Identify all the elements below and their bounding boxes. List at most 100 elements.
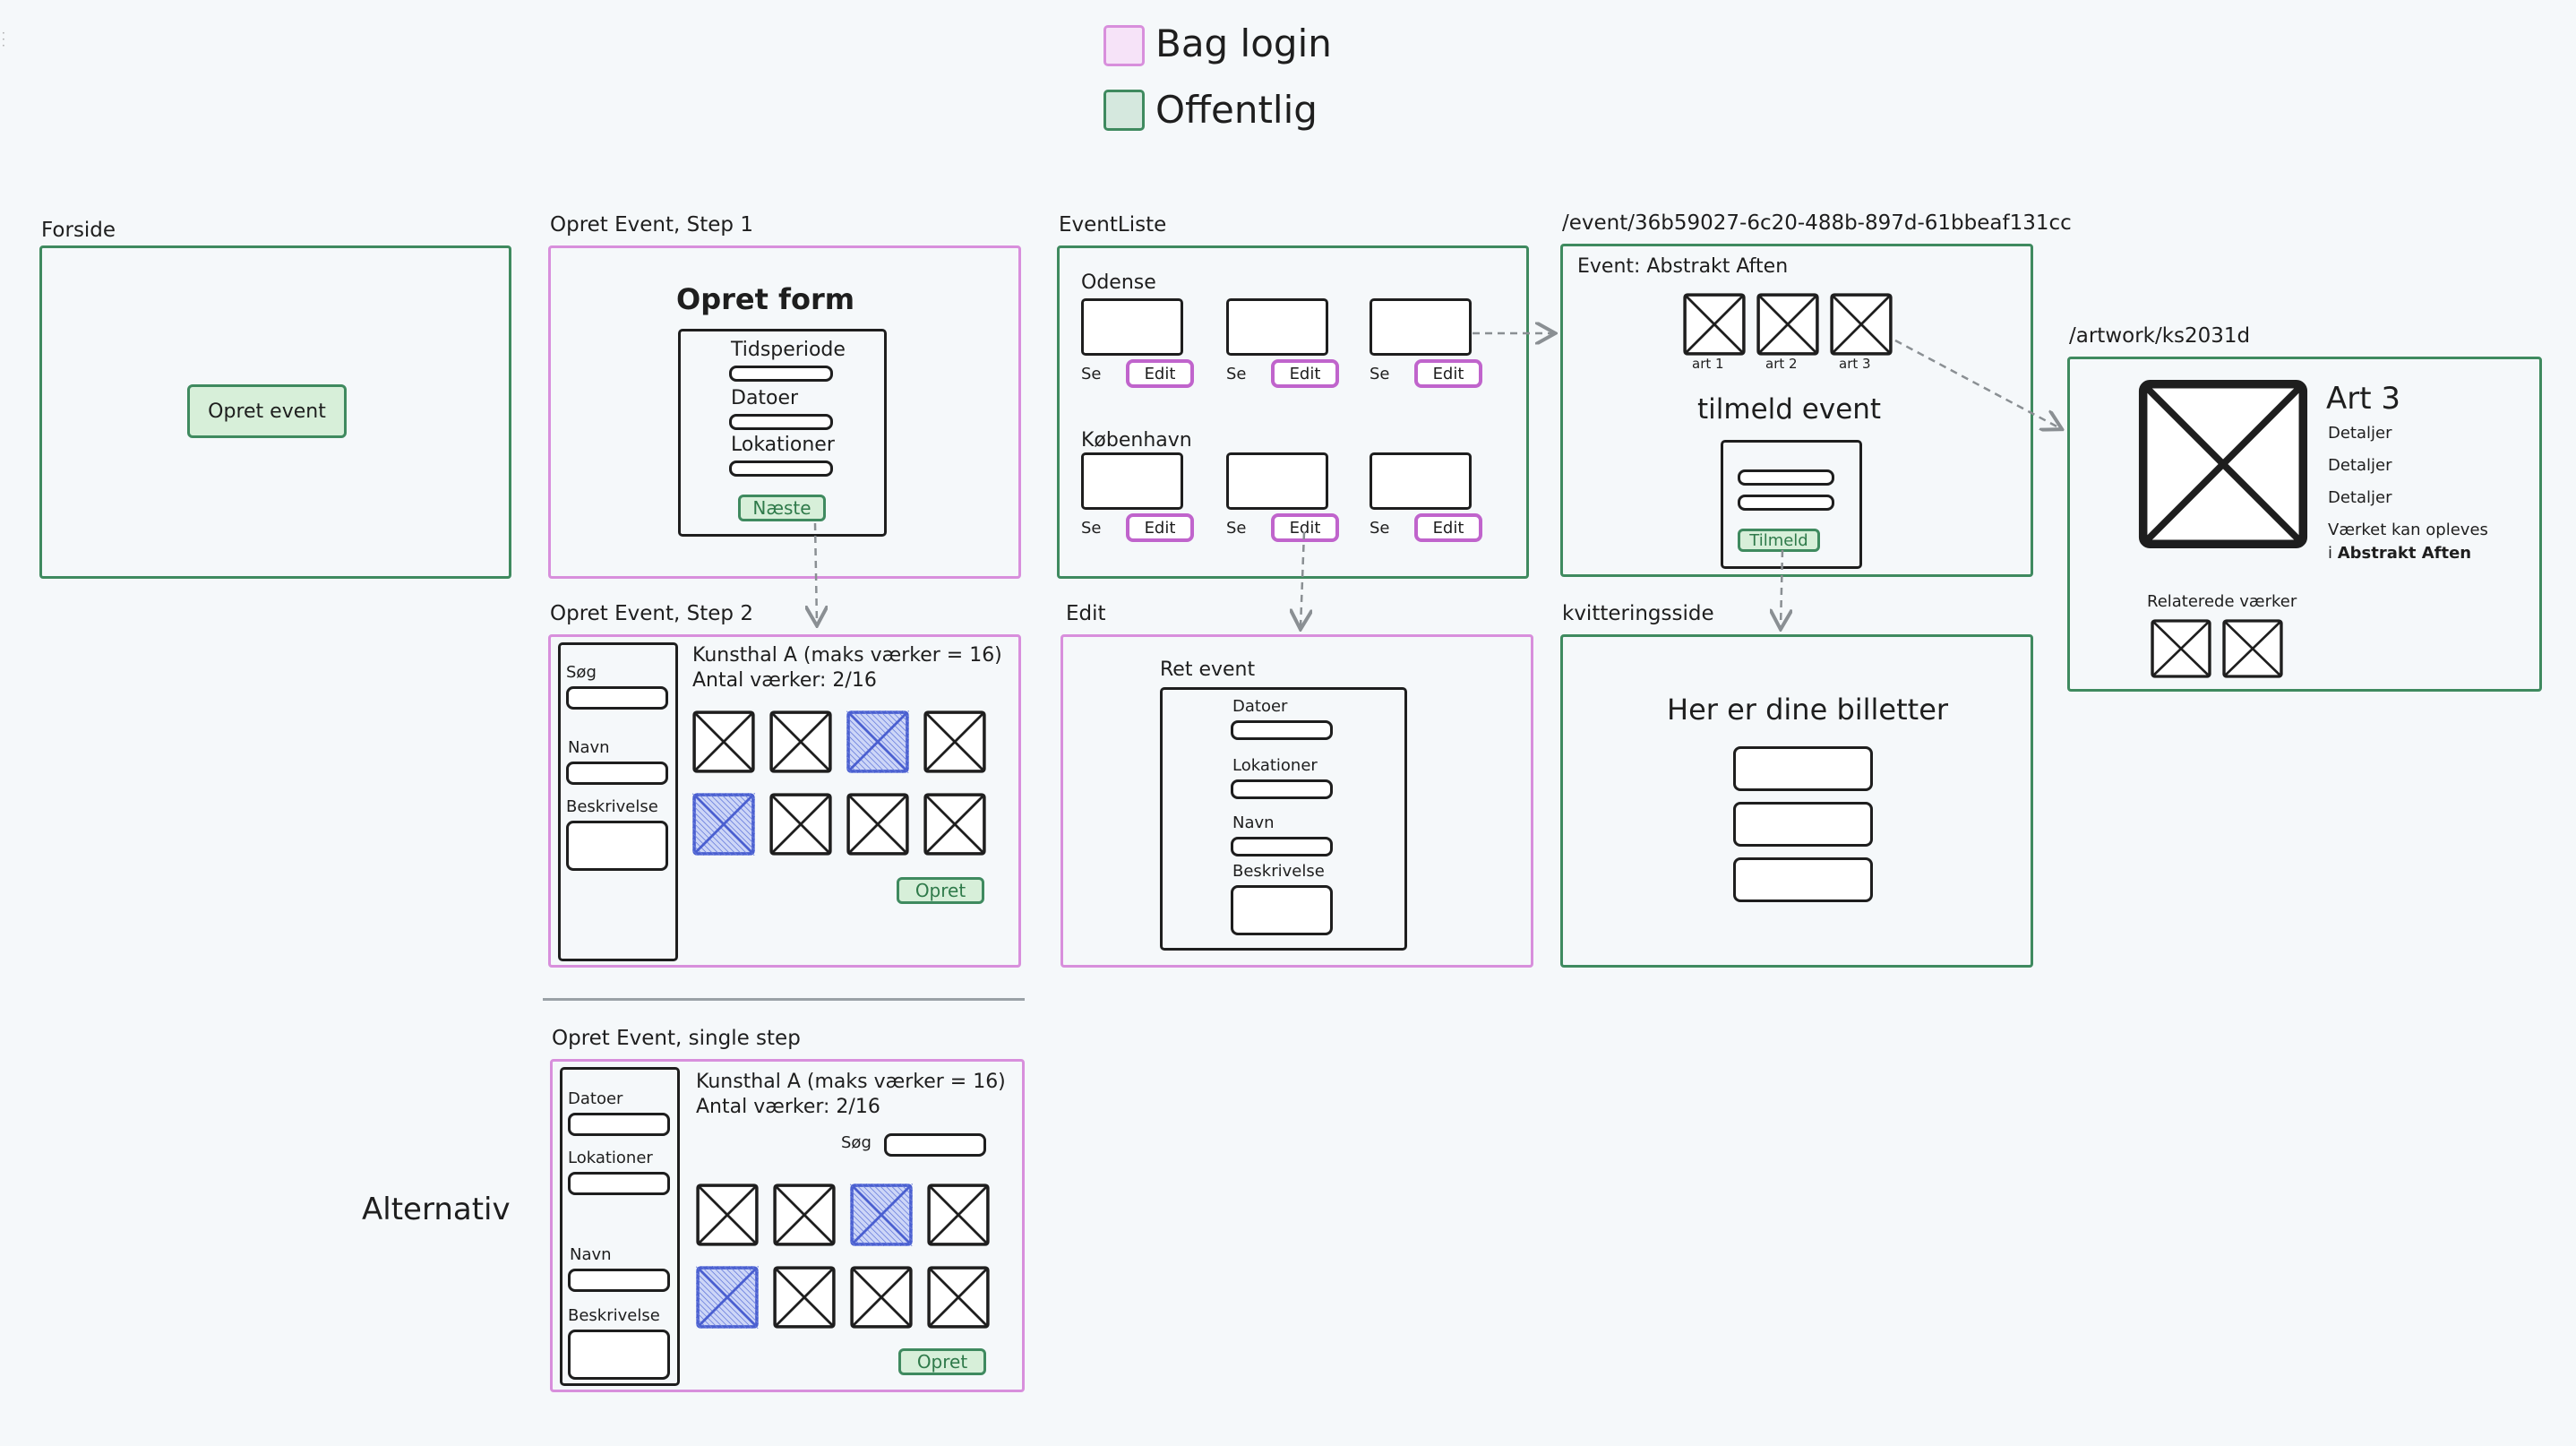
field-label-lokationer: Lokationer [731, 434, 835, 456]
ticket-2[interactable] [1733, 802, 1873, 847]
frame-title-artwork: /artwork/ks2031d [2069, 324, 2251, 348]
lokationer-input[interactable] [729, 460, 833, 477]
art-1-image[interactable] [1683, 293, 1746, 356]
datoer-input[interactable] [729, 414, 833, 430]
tilmeld-input-2[interactable] [1738, 495, 1834, 511]
art-3-image[interactable] [1830, 293, 1893, 356]
step2-artwork-5[interactable] [692, 793, 755, 856]
edit-datoer-input[interactable] [1231, 720, 1333, 740]
event-card-1-1[interactable] [1081, 298, 1183, 356]
single-opret-button[interactable]: Opret [898, 1348, 986, 1375]
edit-button[interactable]: Edit [1414, 513, 1482, 542]
single-artwork-grid [696, 1183, 1000, 1329]
artwork-heading: Art 3 [2326, 381, 2401, 417]
edit-button[interactable]: Edit [1271, 513, 1339, 542]
step2-sidebar: Søg Navn Beskrivelse [558, 642, 678, 961]
single-artwork-1[interactable] [696, 1183, 759, 1246]
single-artwork-4[interactable] [927, 1183, 990, 1246]
single-navn-input[interactable] [568, 1269, 670, 1292]
single-label-lokationer: Lokationer [568, 1149, 653, 1167]
ticket-1[interactable] [1733, 746, 1873, 791]
artwork-note-line2: i Abstrakt Aften [2328, 544, 2471, 563]
step2-artwork-3[interactable] [846, 710, 909, 773]
step2-search-input[interactable] [566, 686, 668, 710]
related-art-1[interactable] [2151, 619, 2211, 678]
frame-title-kvittering: kvitteringsside [1562, 602, 1714, 625]
single-artwork-2[interactable] [773, 1183, 836, 1246]
step2-artwork-7[interactable] [846, 793, 909, 856]
opret-event-button[interactable]: Opret event [187, 384, 347, 438]
frame-title-step1: Opret Event, Step 1 [550, 213, 753, 237]
event-tilmeld-heading: tilmeld event [1697, 393, 1882, 426]
se-link[interactable]: Se [1226, 365, 1247, 383]
single-artwork-7[interactable] [850, 1266, 913, 1329]
alternativ-label: Alternativ [362, 1192, 511, 1227]
edit-button[interactable]: Edit [1126, 513, 1194, 542]
single-artwork-6[interactable] [773, 1266, 836, 1329]
step1-form-panel: Tidsperiode Datoer Lokationer Næste [678, 329, 887, 537]
single-search-label: Søg [841, 1133, 872, 1152]
edit-button[interactable]: Edit [1126, 359, 1194, 388]
tidsperiode-input[interactable] [729, 366, 833, 382]
step2-artwork-6[interactable] [769, 793, 832, 856]
se-link[interactable]: Se [1370, 365, 1390, 383]
step2-beskrivelse-input[interactable] [566, 821, 668, 871]
ticket-3[interactable] [1733, 857, 1873, 902]
step2-artwork-grid [692, 710, 997, 856]
step2-navn-input[interactable] [566, 762, 668, 785]
event-card-1-2[interactable] [1226, 298, 1328, 356]
edit-navn-input[interactable] [1231, 837, 1333, 856]
se-link[interactable]: Se [1081, 519, 1102, 538]
step2-artwork-1[interactable] [692, 710, 755, 773]
artwork-note-event-link[interactable]: Abstrakt Aften [2337, 544, 2472, 563]
edit-lokationer-input[interactable] [1231, 779, 1333, 799]
canvas-handle[interactable]: ··· [2, 27, 5, 52]
event-card-2-1[interactable] [1081, 452, 1183, 510]
edit-heading: Ret event [1160, 658, 1256, 681]
frame-forside: Opret event [39, 245, 511, 579]
se-link[interactable]: Se [1226, 519, 1247, 538]
step2-count: Antal værker: 2/16 [692, 669, 877, 692]
single-lokationer-input[interactable] [568, 1172, 670, 1195]
edit-form-panel: Datoer Lokationer Navn Beskrivelse [1160, 687, 1407, 951]
frame-title-eventliste: EventListe [1059, 213, 1167, 237]
field-label-sog: Søg [566, 663, 597, 682]
naeste-button[interactable]: Næste [738, 495, 826, 521]
single-kunsthal: Kunsthal A (maks værker = 16) [696, 1071, 1006, 1093]
frame-title-event: /event/36b59027-6c20-488b-897d-61bbeaf13… [1562, 211, 2072, 235]
single-datoer-input[interactable] [568, 1113, 670, 1136]
step2-opret-button[interactable]: Opret [897, 877, 984, 904]
single-count: Antal værker: 2/16 [696, 1096, 880, 1118]
se-link[interactable]: Se [1370, 519, 1390, 538]
legend-swatch-offentlig [1103, 90, 1145, 131]
step2-kunsthal: Kunsthal A (maks værker = 16) [692, 644, 1002, 667]
single-search-input[interactable] [884, 1133, 986, 1157]
legend-label-bag-login: Bag login [1155, 22, 1332, 65]
single-label-beskrivelse: Beskrivelse [568, 1306, 660, 1325]
edit-button[interactable]: Edit [1414, 359, 1482, 388]
se-link[interactable]: Se [1081, 365, 1102, 383]
edit-beskrivelse-input[interactable] [1231, 885, 1333, 935]
single-artwork-8[interactable] [927, 1266, 990, 1329]
related-art-2[interactable] [2222, 619, 2283, 678]
event-card-2-3[interactable] [1370, 452, 1472, 510]
tilmeld-button[interactable]: Tilmeld [1738, 529, 1820, 552]
art-2-image[interactable] [1756, 293, 1819, 356]
art-2-caption: art 2 [1765, 356, 1798, 372]
step2-artwork-8[interactable] [923, 793, 986, 856]
event-name: Event: Abstrakt Aften [1577, 255, 1789, 278]
field-label-datoer: Datoer [731, 387, 799, 409]
edit-button[interactable]: Edit [1271, 359, 1339, 388]
step2-artwork-2[interactable] [769, 710, 832, 773]
event-card-1-3[interactable] [1370, 298, 1472, 356]
single-artwork-5[interactable] [696, 1266, 759, 1329]
step2-artwork-4[interactable] [923, 710, 986, 773]
single-artwork-3[interactable] [850, 1183, 913, 1246]
frame-edit: Ret event Datoer Lokationer Navn Beskriv… [1060, 634, 1533, 968]
frame-kvittering: Her er dine billetter [1560, 634, 2033, 968]
event-card-2-2[interactable] [1226, 452, 1328, 510]
tilmeld-input-1[interactable] [1738, 469, 1834, 486]
single-beskrivelse-input[interactable] [568, 1330, 670, 1380]
